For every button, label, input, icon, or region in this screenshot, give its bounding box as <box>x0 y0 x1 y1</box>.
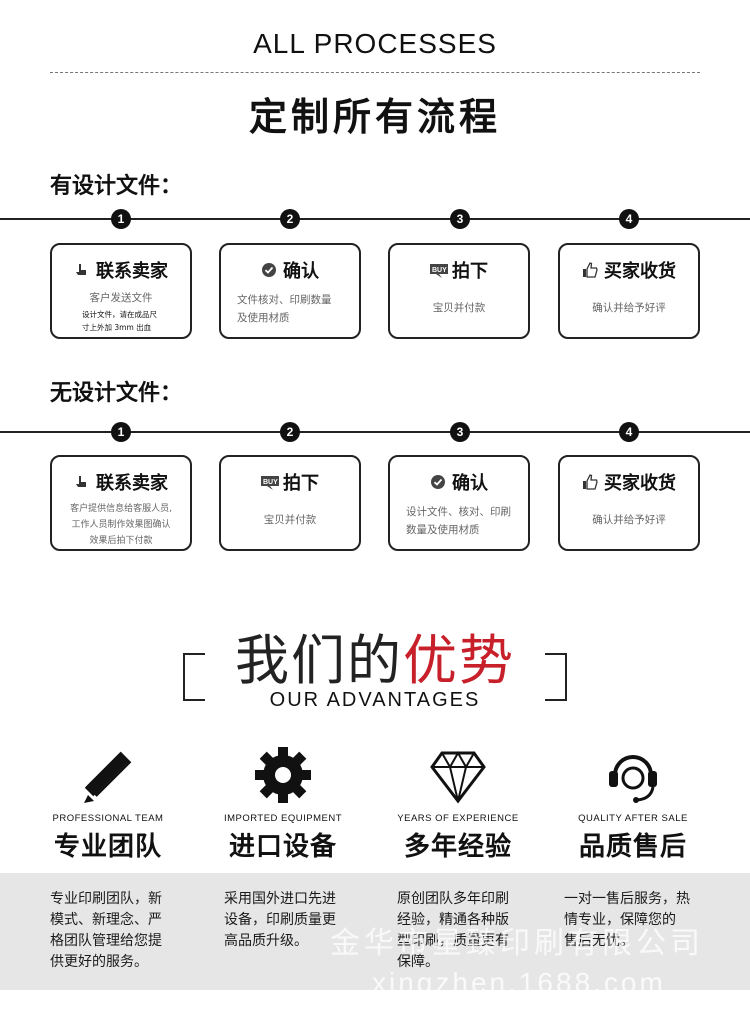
advantage-desc: 专业印刷团队，新 模式、新理念、严 格团队管理给您提 供更好的服务。 <box>50 891 162 970</box>
step-label: 确认 <box>452 473 488 494</box>
step-card-receive: 买家收货 确认并给予好评 <box>558 243 700 339</box>
step-card-contact: 联系卖家 客户发送文件 设计文件，请在成品尺 寸上外加 3mm 出血 <box>50 243 192 339</box>
diamond-icon <box>430 750 486 804</box>
advantage-desc: 采用国外进口先进 设备，印刷质量更 高品质升级。 <box>224 891 336 949</box>
process-track-1 <box>0 218 750 220</box>
bracket-left <box>183 653 205 701</box>
thumbs-up-icon <box>582 262 598 278</box>
advantages-desc-band <box>0 873 750 990</box>
step-desc: 宝贝并付款 <box>263 514 317 526</box>
step-desc: 客户发送文件 <box>89 292 153 304</box>
step-label: 买家收货 <box>604 261 676 282</box>
feature-quality-after-sale: QUALITY AFTER SALE 品质售后 <box>548 745 718 863</box>
step-number: 4 <box>619 422 639 442</box>
step-card-receive: 买家收货 确认并给予好评 <box>558 455 700 551</box>
step-desc: 确认并给予好评 <box>592 302 666 314</box>
step-label: 联系卖家 <box>96 261 168 282</box>
advantage-desc: 原创团队多年印刷 经验，精通各种版 型印刷，质量更有 保障。 <box>397 891 509 970</box>
headset-icon <box>609 755 657 803</box>
watermark-url: xingzhen.1688.com <box>372 967 666 998</box>
pencil-ruler-icon <box>84 751 132 803</box>
step-number: 4 <box>619 209 639 229</box>
process-track-2 <box>0 431 750 433</box>
step-label: 拍下 <box>452 261 488 282</box>
step-number: 2 <box>280 209 300 229</box>
hand-pointer-icon <box>74 474 90 490</box>
step-desc: 宝贝并付款 <box>432 302 486 314</box>
thumbs-up-icon <box>582 474 598 490</box>
feature-imported-equipment: IMPORTED EQUIPMENT 进口设备 <box>198 745 368 863</box>
buy-tag-icon: BUY <box>261 474 279 490</box>
page-title-en: ALL PROCESSES <box>253 28 497 59</box>
page-title-cn: 定制所有流程 <box>248 95 501 139</box>
feature-professional-team: PROFESSIONAL TEAM 专业团队 <box>23 745 193 863</box>
step-number: 3 <box>450 422 470 442</box>
step-desc: 客户提供信息给客服人员, 工作人员制作效果图确认 效果后拍下付款 <box>70 504 172 546</box>
step-note: 设计文件，请在成品尺 <box>82 310 157 319</box>
step-desc: 设计文件、核对、印刷 数量及使用材质 <box>406 506 511 536</box>
advantages-title-en: OUR ADVANTAGES <box>269 689 481 711</box>
feature-years-of-experience: YEARS OF EXPERIENCE 多年经验 <box>373 745 543 863</box>
step-desc: 文件核对、印刷数量 及使用材质 <box>237 294 332 324</box>
bracket-right <box>545 653 567 701</box>
step-card-confirm: 确认 设计文件、核对、印刷 数量及使用材质 <box>388 455 530 551</box>
gear-icon <box>255 747 311 803</box>
section-title-with-design: 有设计文件： <box>50 174 183 199</box>
check-circle-icon <box>261 262 277 278</box>
step-label: 买家收货 <box>604 473 676 494</box>
step-number: 2 <box>280 422 300 442</box>
svg-text:BUY: BUY <box>432 267 447 274</box>
step-note: 寸上外加 3mm 出血 <box>82 323 152 332</box>
step-number: 1 <box>111 422 131 442</box>
advantage-desc: 一对一售后服务，热 情专业，保障您的 售后无忧。 <box>564 891 690 949</box>
step-number: 1 <box>111 209 131 229</box>
step-card-contact: 联系卖家 客户提供信息给客服人员, 工作人员制作效果图确认 效果后拍下付款 <box>50 455 192 551</box>
step-card-order: BUY 拍下 宝贝并付款 <box>219 455 361 551</box>
step-label: 联系卖家 <box>96 473 168 494</box>
step-label: 确认 <box>283 261 319 282</box>
watermark-company: 金华市星臻印刷有限公司 <box>330 926 704 961</box>
step-number: 3 <box>450 209 470 229</box>
check-circle-icon <box>430 474 446 490</box>
hand-pointer-icon <box>74 262 90 278</box>
step-desc: 确认并给予好评 <box>592 514 666 526</box>
step-card-confirm: 确认 文件核对、印刷数量 及使用材质 <box>219 243 361 339</box>
advantages-title-cn: 我们的优势 <box>235 629 515 692</box>
step-card-order: BUY 拍下 宝贝并付款 <box>388 243 530 339</box>
buy-tag-icon: BUY <box>430 262 448 278</box>
step-label: 拍下 <box>283 473 319 494</box>
dashed-divider <box>50 72 700 73</box>
section-title-without-design: 无设计文件： <box>50 381 183 406</box>
svg-text:BUY: BUY <box>263 479 278 486</box>
